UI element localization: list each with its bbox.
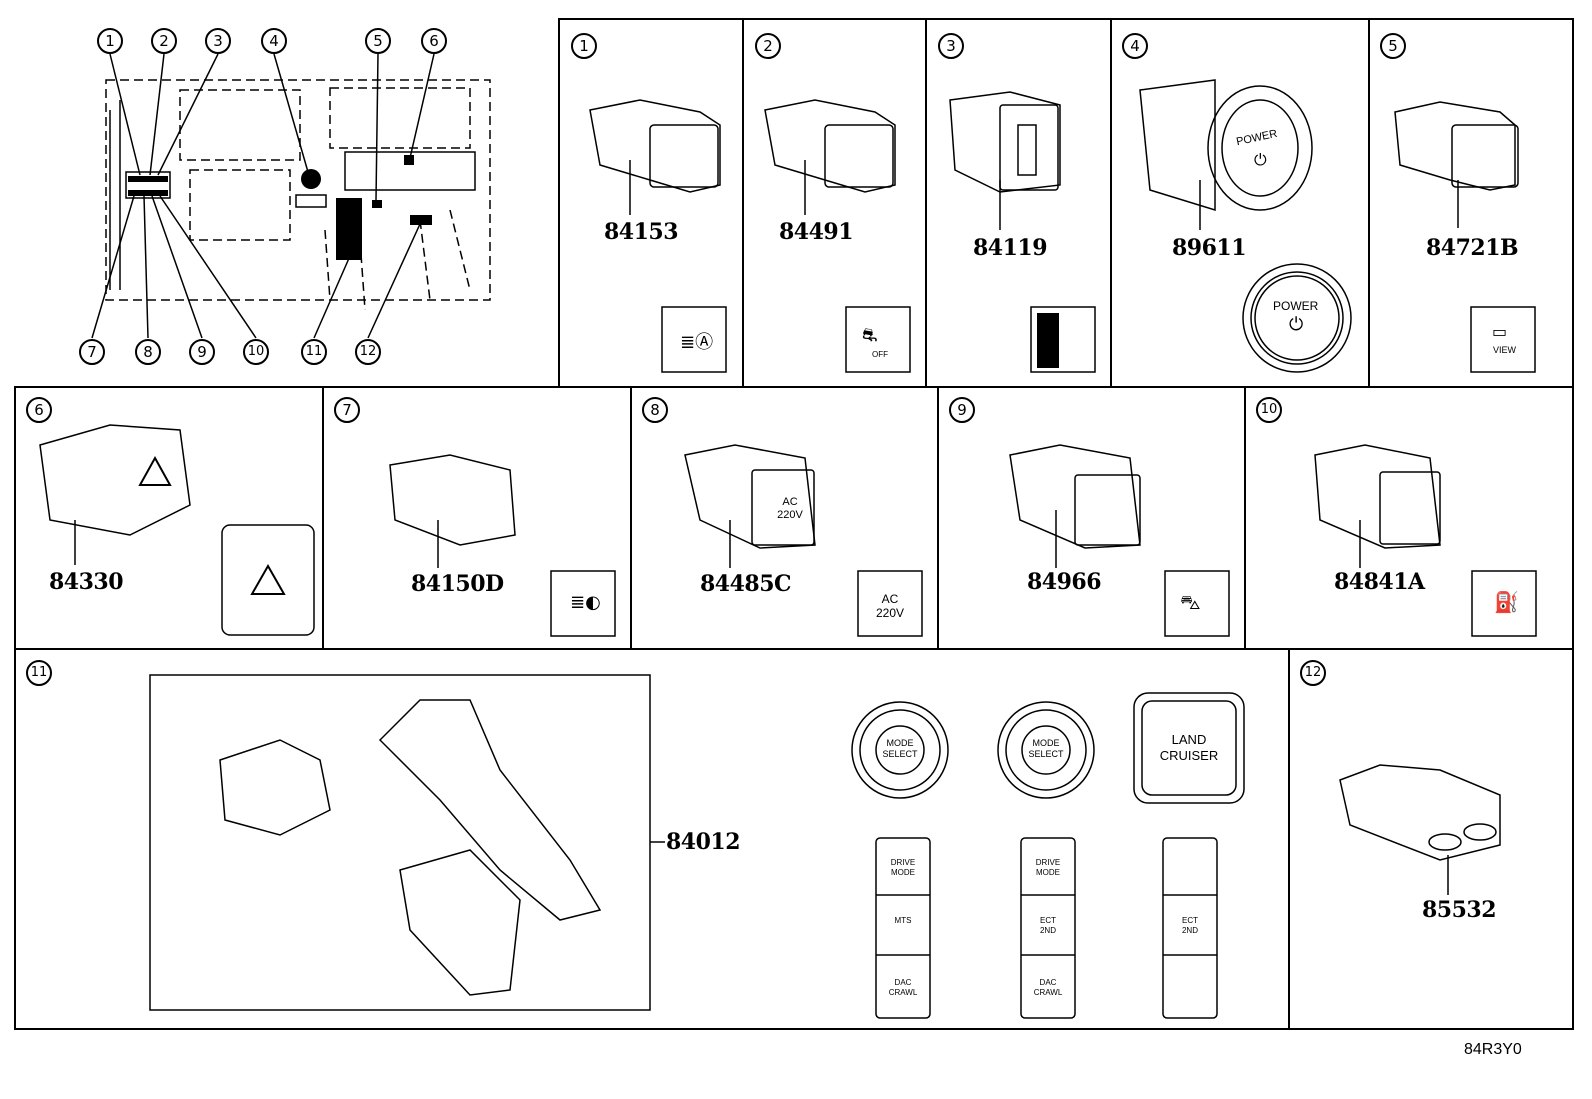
view-camera-icon: ▭ bbox=[1492, 322, 1508, 341]
diagram-code: 84R3Y0 bbox=[1464, 1041, 1522, 1058]
bottom-panel-group bbox=[14, 648, 1574, 1030]
divider bbox=[1288, 648, 1290, 1030]
part-number-84841A[interactable]: 84841A bbox=[1334, 569, 1425, 595]
panel-number-3: 3 bbox=[938, 33, 964, 59]
callout-5: 5 bbox=[365, 28, 391, 54]
part-number-84485C[interactable]: 84485C bbox=[700, 571, 792, 597]
view-label: VIEW bbox=[1493, 345, 1517, 355]
panel-number-6: 6 bbox=[26, 397, 52, 423]
callout-9: 9 bbox=[189, 339, 215, 365]
power-icon: ⏻ bbox=[1289, 314, 1304, 335]
divider bbox=[1110, 18, 1112, 388]
panel-number-10: 10 bbox=[1256, 397, 1282, 423]
divider bbox=[742, 18, 744, 388]
panel-number-12: 12 bbox=[1300, 660, 1326, 686]
rear-hatch-icon: ⛍ bbox=[1180, 590, 1201, 614]
panel-number-2: 2 bbox=[755, 33, 781, 59]
part-number-84153[interactable]: 84153 bbox=[604, 219, 679, 245]
callout-12: 12 bbox=[355, 339, 381, 365]
panel-number-8: 8 bbox=[642, 397, 668, 423]
part-number-89611[interactable]: 89611 bbox=[1172, 235, 1247, 261]
panel-number-4: 4 bbox=[1122, 33, 1148, 59]
part-number-84150D[interactable]: 84150D bbox=[411, 571, 504, 597]
callout-8: 8 bbox=[135, 339, 161, 365]
callout-2: 2 bbox=[151, 28, 177, 54]
vehicle-off-icon: ⛐ bbox=[862, 325, 878, 346]
divider bbox=[322, 386, 324, 650]
part-number-84966[interactable]: 84966 bbox=[1027, 569, 1102, 595]
panel-number-1: 1 bbox=[571, 33, 597, 59]
part-number-84012[interactable]: 84012 bbox=[666, 829, 741, 855]
panel-number-11: 11 bbox=[26, 660, 52, 686]
panel-number-9: 9 bbox=[949, 397, 975, 423]
vehicle-off-label: OFF bbox=[872, 350, 888, 359]
callout-7: 7 bbox=[79, 339, 105, 365]
part-number-84491[interactable]: 84491 bbox=[779, 219, 854, 245]
callout-6: 6 bbox=[421, 28, 447, 54]
power-icon: ⏻ bbox=[1254, 150, 1267, 169]
panel-number-5: 5 bbox=[1380, 33, 1406, 59]
auto-headlight-icon: ≣Ⓐ bbox=[680, 332, 714, 353]
power-label: POWER bbox=[1273, 299, 1319, 313]
callout-4: 4 bbox=[261, 28, 287, 54]
divider bbox=[630, 386, 632, 650]
part-number-84721B[interactable]: 84721B bbox=[1426, 235, 1519, 261]
divider bbox=[925, 18, 927, 388]
headlight-cleaner-icon: ≣◐ bbox=[570, 592, 601, 613]
divider bbox=[937, 386, 939, 650]
divider bbox=[1368, 18, 1370, 388]
callout-11: 11 bbox=[301, 339, 327, 365]
overview-diagram bbox=[16, 18, 560, 386]
mts-label: MTS bbox=[894, 916, 912, 925]
part-number-84119[interactable]: 84119 bbox=[973, 235, 1048, 261]
callout-1: 1 bbox=[97, 28, 123, 54]
fuel-door-icon: ⛽ bbox=[1494, 590, 1519, 614]
panel-number-7: 7 bbox=[334, 397, 360, 423]
part-number-84330[interactable]: 84330 bbox=[49, 569, 124, 595]
callout-10: 10 bbox=[243, 339, 269, 365]
part-number-85532[interactable]: 85532 bbox=[1422, 897, 1497, 923]
callout-3: 3 bbox=[205, 28, 231, 54]
divider bbox=[1244, 386, 1246, 650]
